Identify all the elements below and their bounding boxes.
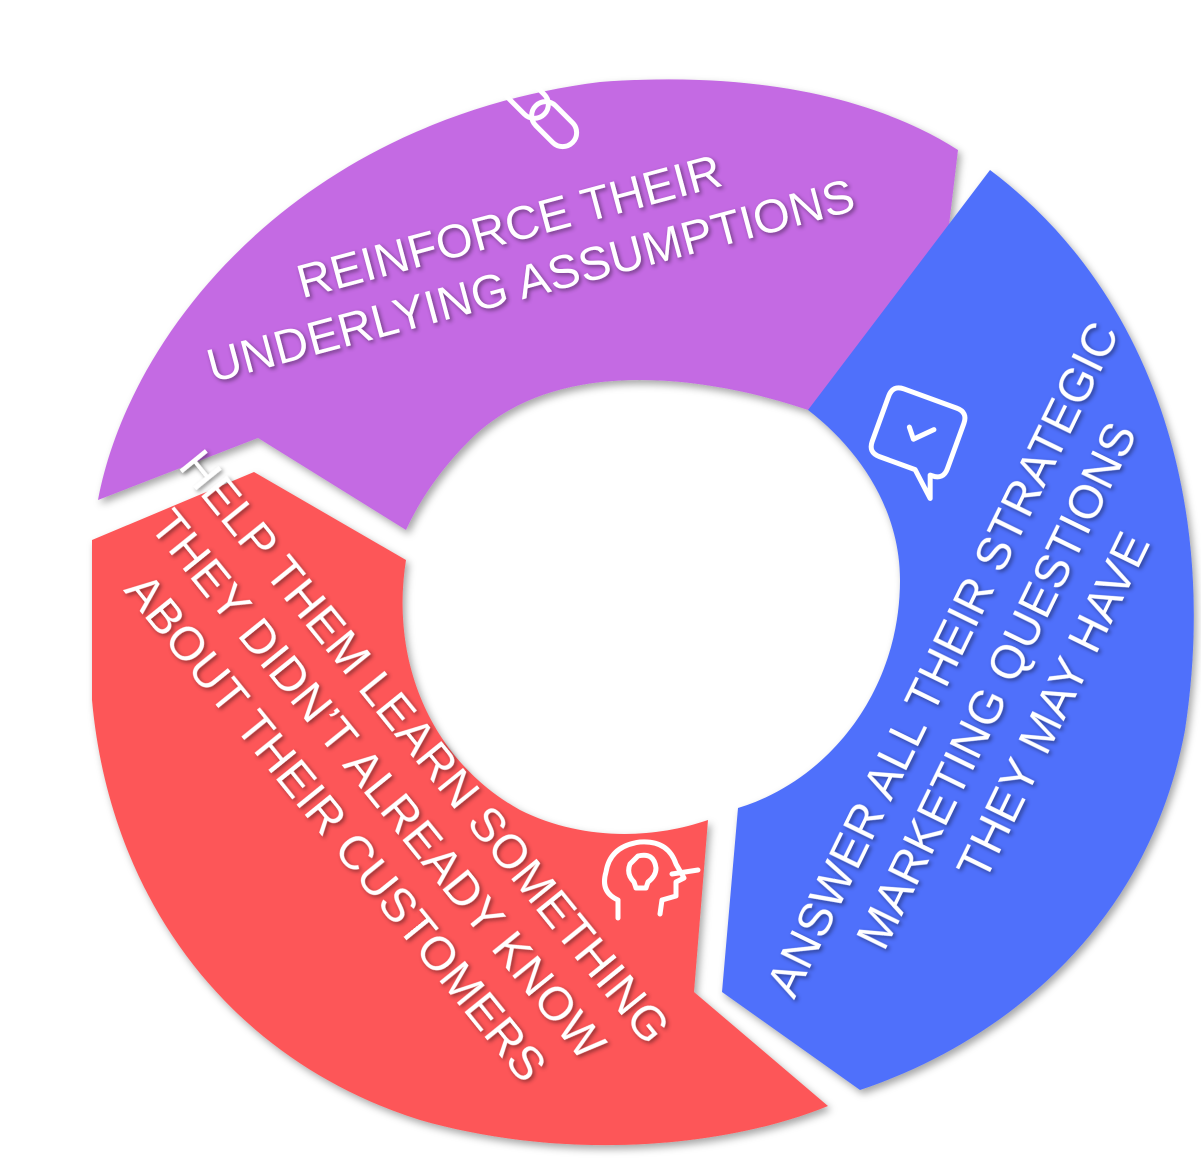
segment-shapes — [92, 79, 1194, 1146]
reinforce-segment — [98, 79, 958, 530]
head-lightbulb-icon — [602, 839, 701, 921]
learn-segment — [92, 472, 828, 1146]
chain-link-icon — [500, 70, 580, 150]
speech-bubble-checkmark-icon — [868, 385, 968, 501]
answer-segment — [722, 170, 1194, 1090]
